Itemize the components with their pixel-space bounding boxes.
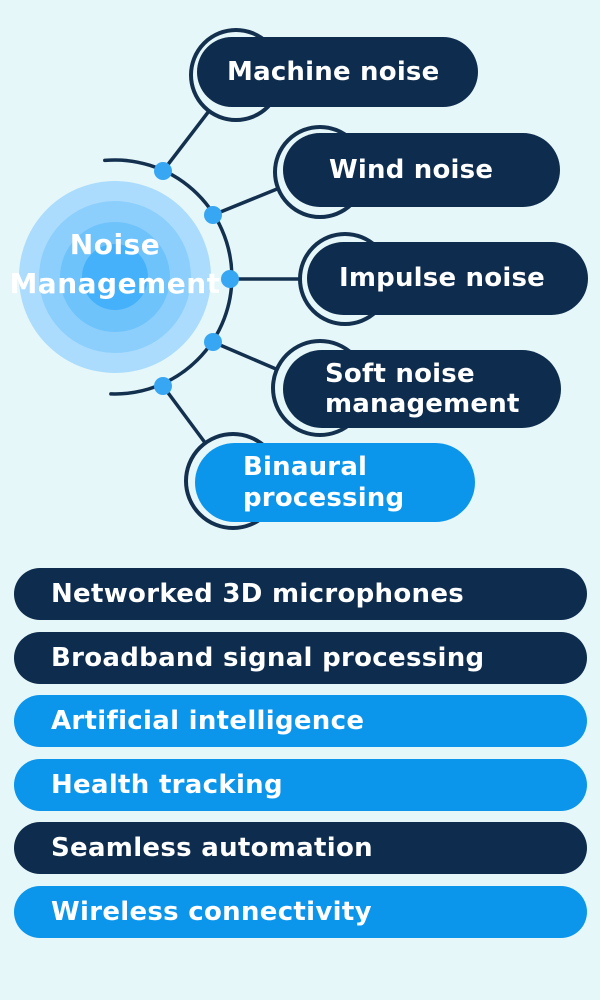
feature-bar-label: Networked 3D microphones (51, 579, 465, 609)
branch-pill-machine-noise: Machine noise (197, 37, 478, 107)
connector-dot-soft-noise (204, 333, 222, 351)
connector-line-soft-noise (212, 340, 277, 371)
feature-list: Networked 3D microphones Broadband signa… (14, 568, 587, 938)
branch-pill-label: Binaural processing (243, 452, 405, 513)
connector-line-machine-noise (161, 109, 211, 173)
connector-dot-impulse-noise (221, 270, 239, 288)
branch-pill-impulse-noise: Impulse noise (307, 242, 588, 315)
connector-dot-machine-noise (154, 162, 172, 180)
connector-line-binaural (161, 384, 208, 446)
feature-bar-label: Broadband signal processing (51, 642, 485, 673)
branch-pill-label: Impulse noise (339, 263, 545, 294)
center-label-line1: Noise (69, 228, 161, 261)
branch-pill-soft-noise-management: Soft noise management (283, 350, 561, 428)
connector-dot-wind-noise (204, 206, 222, 224)
mindmap-graphic (19, 28, 392, 530)
feature-bar-wireless-connectivity: Wireless connectivity (14, 885, 587, 938)
center-node-label: Noise Management (0, 225, 235, 303)
feature-bar-networked-3d-microphones: Networked 3D microphones (14, 568, 587, 620)
branch-pill-wind-noise: Wind noise (283, 133, 560, 207)
hub-ring-inner (82, 244, 148, 310)
branch-pill-label: Soft noise management (325, 358, 520, 419)
center-node-rings (19, 181, 211, 373)
feature-bar-label: Seamless automation (51, 833, 373, 863)
feature-bar-health-tracking: Health tracking (14, 758, 587, 811)
feature-bar-broadband-signal-processing: Broadband signal processing (14, 631, 587, 684)
connector-dot-binaural (154, 377, 172, 395)
connector-line-wind-noise (212, 187, 278, 217)
feature-bar-seamless-automation: Seamless automation (14, 822, 587, 874)
center-label-line2: Management (9, 267, 221, 300)
branch-pill-label: Wind noise (329, 154, 494, 185)
feature-bar-label: Artificial intelligence (51, 706, 365, 736)
branch-pill-label: Machine noise (227, 56, 440, 87)
feature-bar-label: Health tracking (51, 769, 283, 800)
feature-bar-artificial-intelligence: Artificial intelligence (14, 695, 587, 747)
branch-pill-binaural-processing: Binaural processing (195, 443, 475, 522)
feature-bar-label: Wireless connectivity (51, 896, 372, 927)
